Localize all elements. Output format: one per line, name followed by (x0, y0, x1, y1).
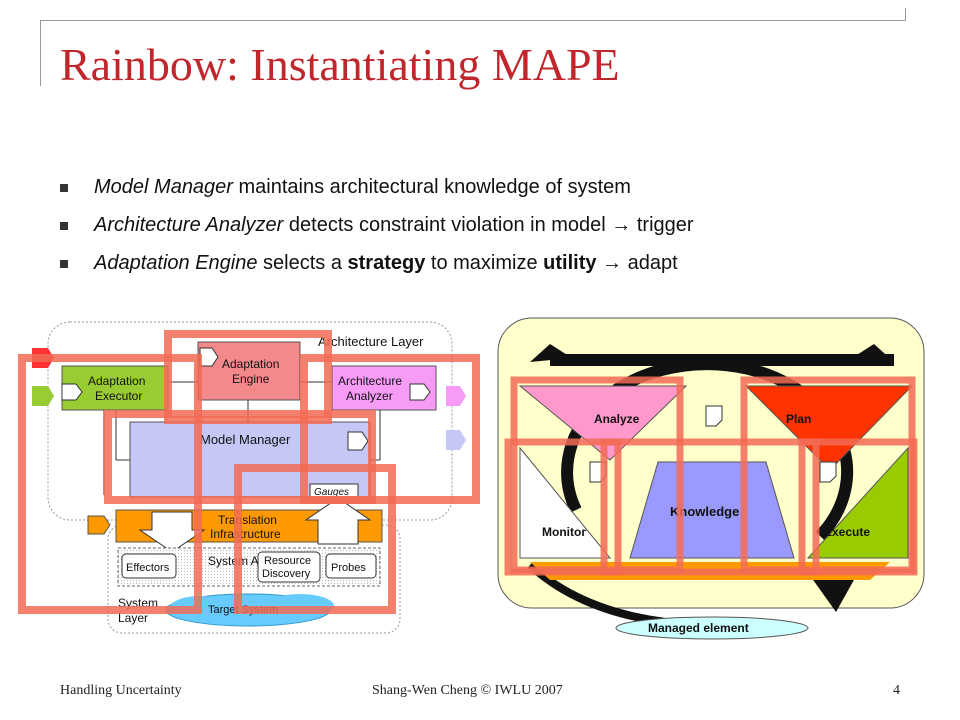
side-marker-pink (446, 386, 466, 406)
analyze-label: Analyze (594, 412, 640, 426)
title-rule-vertical (40, 20, 41, 86)
gauges-label: Gauges (314, 487, 349, 498)
arrow-icon: → (602, 252, 623, 274)
resource-discovery-box (257, 551, 321, 583)
side-marker-green (32, 386, 54, 406)
document-icon (819, 461, 837, 483)
architecture-layer-label: Architecture Layer (318, 334, 424, 349)
bullet-item: Model Manager maintains architectural kn… (60, 176, 940, 214)
adaptation-engine-label-2: Engine (232, 372, 270, 386)
architecture-analyzer-label-2: Analyzer (346, 389, 393, 403)
architecture-layer-boundary (47, 321, 453, 521)
footer-center: Shang-Wen Cheng © IWLU 2007 (372, 683, 563, 698)
mape-k-diagram: Analyze Plan Monitor Execute Knowledge M… (497, 317, 925, 640)
bullet-item: Adaptation Engine selects a strategy to … (60, 252, 940, 290)
highlight-plan (164, 330, 332, 424)
monitor-label: Monitor (542, 525, 586, 539)
highlight-knowledge (600, 438, 820, 576)
bullet-marker (60, 184, 68, 192)
footer-left: Handling Uncertainty (60, 683, 182, 698)
adaptation-executor-port (61, 383, 83, 401)
document-icon (705, 405, 723, 427)
highlight-monitor (234, 464, 396, 614)
architecture-analyzer-label-1: Architecture (338, 374, 402, 388)
managed-element-ellipse (615, 616, 809, 640)
adaptation-engine-label-1: Adaptation (222, 357, 279, 371)
adaptation-executor-label-2: Executor (95, 389, 142, 403)
managed-element-label: Managed element (648, 621, 749, 635)
translation-port (87, 515, 111, 535)
bullet-marker (60, 222, 68, 230)
analyze-wedge (518, 385, 688, 461)
translation-label-1: Translation (218, 513, 277, 527)
rainbow-architecture-diagram: Architecture Layer Model Manager Gauges … (18, 321, 480, 634)
bullet-text: Adaptation Engine selects a strategy to … (94, 252, 678, 274)
execute-label: Execute (824, 525, 870, 539)
knowledge-label: Knowledge (670, 504, 739, 519)
model-manager-port (347, 431, 369, 451)
bullet-item: Architecture Analyzer detects constraint… (60, 214, 940, 252)
translation-label-2: Infrastructure (210, 527, 281, 541)
adaptation-executor-label-1: Adaptation (88, 374, 145, 388)
arrow-icon: → (611, 214, 632, 236)
plan-wedge (744, 385, 914, 471)
side-marker-lavender (446, 430, 466, 450)
title-rule-end (905, 8, 906, 20)
up-arrow-icon (304, 497, 372, 545)
architecture-analyzer-port (409, 383, 431, 401)
page-number: 4 (893, 683, 900, 698)
resource-discovery-label-2: Discovery (262, 568, 311, 580)
effectors-label: Effectors (126, 562, 170, 574)
down-arrow-icon (138, 511, 206, 553)
bullet-text: Model Manager maintains architectural kn… (94, 176, 631, 198)
execute-wedge (806, 446, 909, 559)
system-layer-label-2: Layer (118, 611, 148, 625)
resource-discovery-label-1: Resource (264, 555, 311, 567)
monitor-wedge (519, 446, 612, 559)
bullet-marker (60, 260, 68, 268)
bullet-list: Model Manager maintains architectural kn… (60, 176, 940, 290)
bullet-text: Architecture Analyzer detects constraint… (94, 214, 694, 236)
model-manager-label: Model Manager (200, 432, 291, 447)
knowledge-trapezoid (629, 461, 795, 559)
title-rule-horizontal (40, 20, 906, 21)
plan-label: Plan (786, 412, 811, 426)
slide-title: Rainbow: Instantiating MAPE (60, 39, 620, 90)
probes-box (325, 553, 377, 579)
highlight-monitor (504, 438, 622, 576)
highlight-execute (798, 438, 918, 576)
effectors-box (121, 553, 177, 579)
probes-label: Probes (331, 562, 366, 574)
highlight-execute (18, 354, 202, 614)
